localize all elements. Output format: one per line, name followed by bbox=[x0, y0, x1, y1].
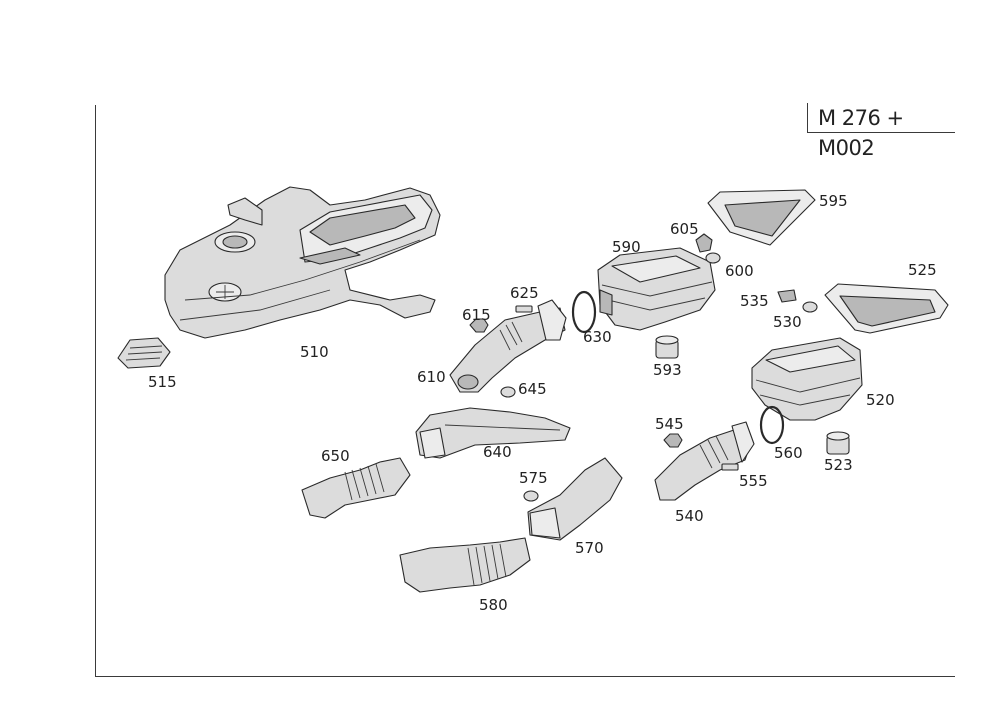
part-625-bolt bbox=[515, 305, 533, 313]
part-610-intake-pipe bbox=[449, 299, 567, 393]
part-645-clip bbox=[500, 386, 516, 398]
callout-535: 535 bbox=[740, 292, 769, 310]
callout-645: 645 bbox=[518, 380, 547, 398]
part-535-sensor bbox=[777, 289, 797, 303]
part-650-corrugated-hose bbox=[301, 457, 411, 519]
part-540-intake-pipe bbox=[654, 421, 755, 501]
part-595-air-filter bbox=[707, 189, 816, 246]
callout-610: 610 bbox=[417, 368, 446, 386]
part-615-nut bbox=[469, 318, 489, 333]
callout-523: 523 bbox=[824, 456, 853, 474]
callout-625: 625 bbox=[510, 284, 539, 302]
callout-580: 580 bbox=[479, 596, 508, 614]
part-530-grommet bbox=[802, 301, 818, 313]
frame-bottom-border bbox=[95, 676, 955, 677]
callout-590: 590 bbox=[612, 238, 641, 256]
callout-530: 530 bbox=[773, 313, 802, 331]
callout-630: 630 bbox=[583, 328, 612, 346]
part-525-air-filter bbox=[824, 283, 949, 334]
callout-555: 555 bbox=[739, 472, 768, 490]
part-523-bushing bbox=[826, 431, 850, 455]
part-545-nut bbox=[663, 433, 683, 448]
callout-575: 575 bbox=[519, 469, 548, 487]
callout-595: 595 bbox=[819, 192, 848, 210]
part-515-bracket bbox=[117, 337, 171, 369]
part-605-sensor bbox=[695, 233, 713, 253]
callout-560: 560 bbox=[774, 444, 803, 462]
callout-520: 520 bbox=[866, 391, 895, 409]
frame-left-border bbox=[95, 105, 96, 677]
callout-650: 650 bbox=[321, 447, 350, 465]
part-580-corrugated-hose bbox=[399, 537, 531, 593]
part-575-grommet bbox=[523, 490, 539, 502]
callout-540: 540 bbox=[675, 507, 704, 525]
callout-593: 593 bbox=[653, 361, 682, 379]
part-640-air-duct bbox=[415, 407, 571, 459]
callout-605: 605 bbox=[670, 220, 699, 238]
part-555-bolt bbox=[721, 463, 739, 471]
callout-515: 515 bbox=[148, 373, 177, 391]
diagram-title: M 276 + M002 bbox=[807, 103, 955, 160]
callout-525: 525 bbox=[908, 261, 937, 279]
callout-510: 510 bbox=[300, 343, 329, 361]
callout-570: 570 bbox=[575, 539, 604, 557]
part-510-engine-cover bbox=[164, 186, 441, 339]
callout-545: 545 bbox=[655, 415, 684, 433]
part-630-seal-ring bbox=[571, 290, 597, 334]
part-600-grommet bbox=[705, 252, 721, 264]
part-593-bushing bbox=[655, 335, 679, 359]
part-520-air-filter-housing bbox=[751, 337, 863, 421]
callout-640: 640 bbox=[483, 443, 512, 461]
part-590-air-filter-housing bbox=[597, 247, 716, 331]
part-570-air-duct bbox=[527, 457, 623, 541]
part-560-seal-ring bbox=[759, 405, 785, 445]
callout-600: 600 bbox=[725, 262, 754, 280]
callout-615: 615 bbox=[462, 306, 491, 324]
